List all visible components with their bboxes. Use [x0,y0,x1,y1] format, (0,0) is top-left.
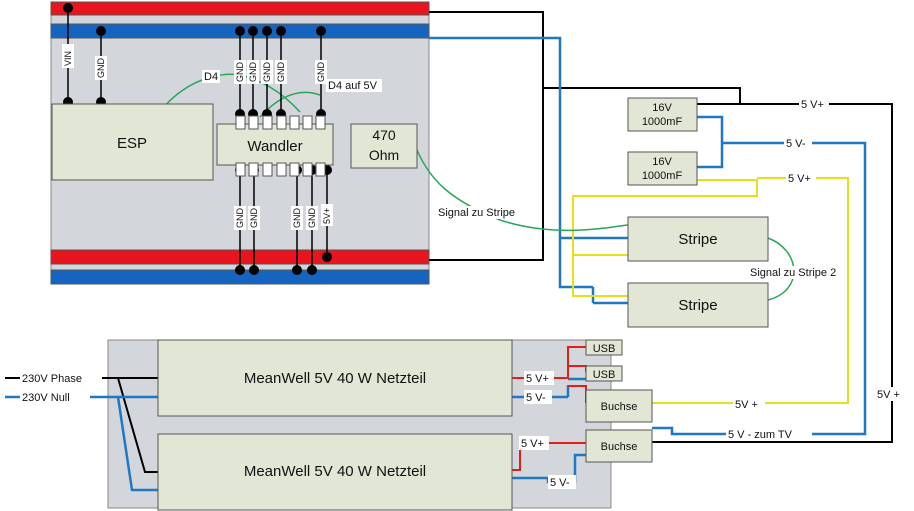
usb-1 [585,339,623,356]
pin-label-gnd: GND [262,62,272,83]
psu2-5v-minus: 5 V- [550,477,570,489]
pin-label-gnd: GND [248,62,258,83]
pin-label-gnd: GND [249,208,259,229]
d4-5v-label: D4 auf 5V [328,80,378,92]
label-5v-plus-cap2: 5 V+ [788,173,811,185]
label-5v-plus-top: 5 V+ [801,99,824,111]
psu-1 [157,339,513,417]
wandler-pins-top [235,115,326,130]
buchse-1-label: Buchse [601,401,638,413]
stripe-1-label: Stripe [678,231,717,248]
stripe-2-label: Stripe [678,297,717,314]
pin-label-gnd: GND [96,58,106,79]
label-5v-minus-tv: 5 V - zum TV [728,429,793,441]
psu-2-label: MeanWell 5V 40 W Netzteil [244,463,426,480]
capacitor-1 [627,97,698,132]
buchse-2 [585,429,653,463]
usb-2-label: USB [593,369,616,381]
pin-label-5v: 5V+ [322,208,332,224]
label-5v-plus-buchse: 5V + [735,399,758,411]
null-label: 230V Null [22,392,70,404]
pin-label-gnd: GND [235,62,245,83]
label-5v-plus-right: 5V + [877,389,900,401]
usb-1-label: USB [593,343,616,355]
capacitor-1-capacity: 1000mF [642,116,683,128]
pin-label-gnd: GND [235,208,245,229]
pin-labels: VIN GND GND GND GND GND GND GND GND GND … [62,44,333,230]
wandler-module [216,123,334,166]
pin-label-gnd: GND [276,62,286,83]
stripe-2 [627,282,769,328]
signal-stripe2-label: Signal zu Stripe 2 [750,267,836,279]
psu-2 [157,433,513,511]
buchse-1 [585,389,653,423]
usb-2 [585,365,623,382]
resistor [350,123,418,169]
capacitor-2-voltage: 16V [652,156,672,168]
psu-1-label: MeanWell 5V 40 W Netzteil [244,370,426,387]
pin-label-gnd: GND [307,208,317,229]
psu1-5v-minus: 5 V- [526,392,546,404]
wandler-pins-bottom [235,162,326,177]
label-5v-minus-cap: 5 V- [786,138,806,150]
pin-label-gnd: GND [316,62,326,83]
pin-label-gnd: GND [292,208,302,229]
resistor-unit: Ohm [369,147,399,163]
resistor-value: 470 [372,127,396,143]
psu1-5v-plus: 5 V+ [526,373,549,385]
capacitor-2 [627,151,698,186]
esp-module [51,103,214,181]
stripe-1 [627,216,769,262]
wandler-label: Wandler [247,138,302,155]
capacitor-1-voltage: 16V [652,102,672,114]
signal-stripe-label: Signal zu Stripe [438,207,515,219]
esp-label: ESP [117,135,147,152]
rail-top-red [50,1,430,16]
pin-label-vin: VIN [63,51,73,66]
buchse-2-label: Buchse [601,441,638,453]
d4-label: D4 [204,71,218,83]
phase-label: 230V Phase [22,373,82,385]
capacitor-2-capacity: 1000mF [642,170,683,182]
psu2-5v-plus: 5 V+ [521,438,544,450]
